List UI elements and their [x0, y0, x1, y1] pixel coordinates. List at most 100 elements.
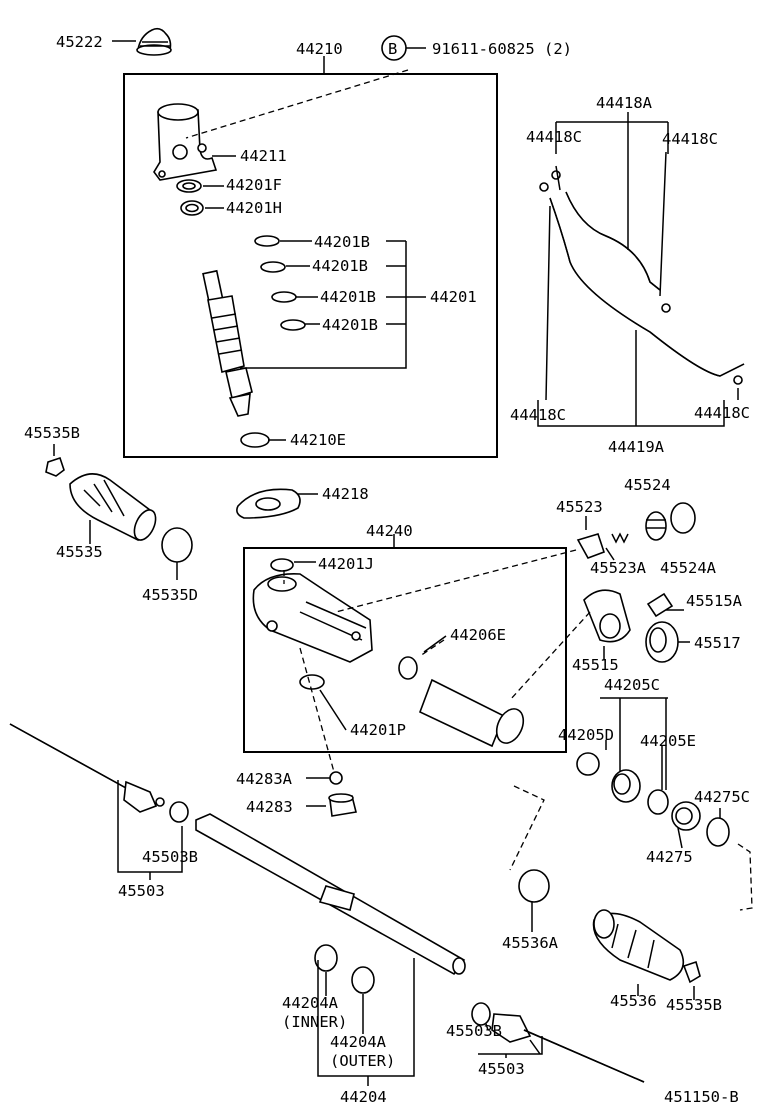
label-44201b-1: 44201B [314, 233, 370, 251]
cylinder-tube [418, 678, 525, 748]
label-bolt-91611: 91611-60825 (2) [432, 40, 572, 58]
label-44283a: 44283A [236, 770, 293, 788]
label-44201f: 44201F [226, 176, 282, 194]
bushing-45515a [646, 592, 674, 618]
boot-45535 [69, 473, 157, 542]
nut-44283a [329, 771, 343, 785]
ring-44205d [576, 752, 600, 776]
label-44275: 44275 [646, 848, 693, 866]
label-44204a-outer: 44204A [330, 1033, 387, 1051]
clip-45535b-left [45, 456, 65, 477]
label-45536a: 45536A [502, 934, 559, 952]
seal-rings-44201b [254, 235, 306, 331]
label-44201b-4: 44201B [322, 316, 378, 334]
label-44201h: 44201H [226, 199, 282, 217]
seal-44206e [398, 656, 418, 680]
label-45503-2: 45503 [478, 1060, 525, 1078]
ring-44201j [270, 558, 294, 572]
label-45535b-2: 45535B [666, 996, 722, 1014]
label-44205c: 44205C [604, 676, 660, 694]
band-45535d [161, 527, 193, 563]
label-44418a: 44418A [596, 94, 653, 112]
label-44211: 44211 [240, 147, 287, 165]
control-valve-shaft [202, 269, 253, 417]
nut-45524a [670, 502, 696, 534]
boot-cap-45222 [136, 27, 172, 56]
seal-44275 [671, 801, 701, 831]
spring-45523a [611, 532, 629, 544]
label-45515: 45515 [572, 656, 619, 674]
bolt-symbol-circle [381, 35, 407, 61]
housing-assembly-box [243, 547, 567, 753]
seal-45503b-right [471, 1002, 491, 1026]
leader-lines [53, 40, 753, 1086]
bracket-45515 [583, 589, 631, 643]
bushing-45517 [645, 621, 679, 663]
label-45523: 45523 [556, 498, 603, 516]
label-45515a: 45515A [686, 592, 743, 610]
label-45222: 45222 [56, 33, 103, 51]
rack-bar-44204 [195, 813, 466, 976]
band-45536a [518, 869, 550, 903]
diagram-id: 451150-B [664, 1088, 739, 1106]
pressure-tubes [539, 170, 745, 385]
label-45503b-1: 45503B [142, 848, 198, 866]
plug-45524 [645, 511, 667, 541]
label-44201: 44201 [430, 288, 477, 306]
label-44205d: 44205D [558, 726, 614, 744]
seal-rings-44201f-44201h [176, 179, 204, 216]
ring-44201p [299, 674, 325, 690]
ring-44204a-outer [351, 966, 375, 994]
label-44201p: 44201P [350, 721, 406, 739]
label-44201b-2: 44201B [312, 257, 368, 275]
part-labels: 45222 44210 B 91611-60825 (2) 44211 4420… [24, 33, 750, 1106]
label-44204a-inner-note: (INNER) [282, 1013, 347, 1031]
label-45517: 45517 [694, 634, 741, 652]
boot-45536 [592, 909, 685, 981]
seal-44205c [611, 769, 641, 803]
plug-44283 [328, 793, 357, 817]
seal-45503b-left [169, 801, 189, 823]
label-44418c-2: 44418C [662, 130, 718, 148]
label-44418c-4: 44418C [694, 404, 750, 422]
valve-housing-44211 [153, 103, 218, 181]
label-44210e: 44210E [290, 431, 346, 449]
label-44419a: 44419A [608, 438, 665, 456]
gear-housing-44240 [252, 573, 373, 663]
label-44204a-inner: 44204A [282, 994, 339, 1012]
label-44418c-1: 44418C [526, 128, 582, 146]
label-45535: 45535 [56, 543, 103, 561]
label-44201b-3: 44201B [320, 288, 376, 306]
label-44206e: 44206E [450, 626, 506, 644]
label-45535d: 45535D [142, 586, 198, 604]
label-44204: 44204 [340, 1088, 387, 1106]
label-44275c: 44275C [694, 788, 750, 806]
label-45524: 45524 [624, 476, 671, 494]
label-45503b-2: 45503B [446, 1022, 502, 1040]
ring-44275c [706, 817, 730, 847]
valve-assembly-box [123, 73, 498, 458]
bolt-symbol: B [388, 40, 397, 58]
label-44283: 44283 [246, 798, 293, 816]
label-44418c-3: 44418C [510, 406, 566, 424]
tie-rod-end-right [491, 1013, 645, 1083]
ring-44204a-inner [314, 944, 338, 972]
label-45535b-1: 45535B [24, 424, 80, 442]
label-45503-1: 45503 [118, 882, 165, 900]
label-45536: 45536 [610, 992, 657, 1010]
label-44240: 44240 [366, 522, 413, 540]
label-44204a-outer-note: (OUTER) [330, 1052, 395, 1070]
label-44201j: 44201J [318, 555, 374, 573]
gasket-44218 [236, 488, 301, 519]
clip-45535b-right [682, 960, 701, 984]
ring-44205e [647, 789, 669, 815]
yoke-45523 [576, 533, 606, 559]
label-45524a: 45524A [660, 559, 717, 577]
seal-44210e [240, 432, 270, 448]
label-44205e: 44205E [640, 732, 696, 750]
label-45523a: 45523A [590, 559, 647, 577]
label-44210: 44210 [296, 40, 343, 58]
tie-rod-end-left [9, 723, 165, 813]
label-44218: 44218 [322, 485, 369, 503]
